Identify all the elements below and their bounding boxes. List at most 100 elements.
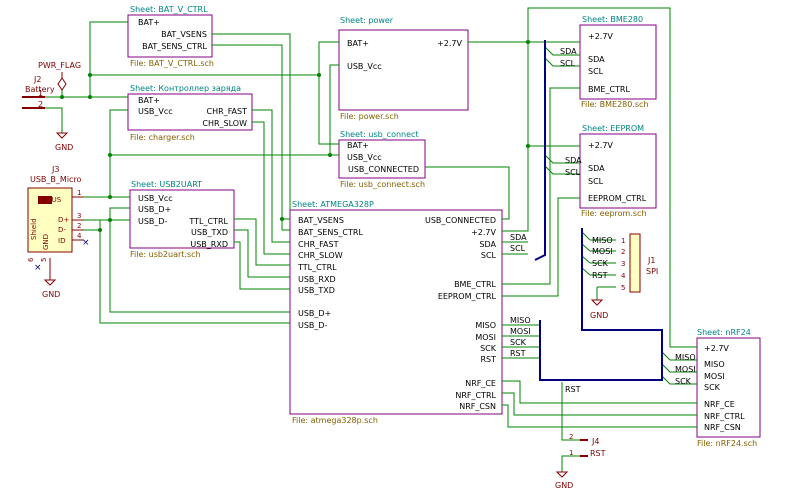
gnd-symbol: GND [42, 258, 60, 299]
pin-usb-dp: USB_D+ [298, 309, 331, 318]
wires [45, 7, 697, 472]
pin-usb-txd: USB_TXD [298, 286, 335, 295]
sheet-bme280[interactable]: Sheet: BME280 File: BME280.sch +2.7V SDA… [579, 15, 657, 109]
pin-usb-dm: USB_D- [298, 321, 328, 330]
pin-ttl-ctrl: TTL_CTRL [188, 217, 228, 226]
sheet-atmega328p[interactable]: Sheet: ATMEGA328P File: atmega328p.sch B… [289, 200, 503, 425]
pin-usb-vcc: USB_Vcc [138, 194, 173, 203]
pin-2v7: +2.7V [588, 141, 613, 150]
net-label-miso: MISO [675, 353, 696, 362]
gnd-label: GND [42, 290, 60, 299]
sheet-name: Sheet: nRF24 [697, 328, 751, 337]
j3-pin-dp: D+ [58, 216, 69, 224]
net-label-miso: MISO [510, 316, 531, 325]
j4-value: RST [590, 449, 606, 458]
j2-pin-2: 2 [38, 100, 43, 109]
net-label-mosi: MOSI [510, 327, 531, 336]
sheet-name: Sheet: BAT_V_CTRL [130, 5, 208, 14]
j3-pin-num: 3 [77, 212, 81, 220]
pin-usb-dp: USB_D+ [138, 205, 171, 214]
sheet-file: File: atmega328p.sch [292, 416, 378, 425]
j3-pin-num: 4 [77, 232, 82, 240]
pin-chr-fast: CHR_FAST [298, 240, 339, 249]
net-label-sck: SCK [592, 259, 609, 268]
pin-bat-plus: BAT+ [138, 18, 160, 27]
rst-connector-j4[interactable]: 2 1 J4 RST [569, 433, 606, 458]
pin-chr-slow: CHR_SLOW [298, 251, 343, 260]
pin-usb-vcc: USB_Vcc [347, 62, 382, 71]
sheet-charger[interactable]: Sheet: Контроллер заряда File: charger.s… [127, 84, 253, 142]
pin-bat-vsens: BAT_VSENS [161, 30, 207, 39]
net-label-sda: SDA [560, 47, 577, 56]
j3-pin-num: 1 [77, 189, 81, 197]
gnd-symbol: GND [555, 471, 573, 490]
j3-pin-num: 2 [77, 222, 81, 230]
net-label-scl: SCL [510, 244, 526, 253]
pin-scl: SCL [588, 67, 604, 76]
pin-ttl-ctrl: TTL_CTRL [297, 263, 337, 272]
pin-bme-ctrl: BME_CTRL [454, 280, 496, 289]
j3-pin-dm: D- [58, 226, 66, 234]
sheet-bat-v-ctrl[interactable]: Sheet: BAT_V_CTRL File: BAT_V_CTRL.sch B… [127, 5, 214, 68]
pin-scl: SCL [481, 251, 497, 260]
usb-icon [38, 196, 52, 204]
pin-bat-sens-ctrl: BAT_SENS_CTRL [298, 228, 363, 237]
gnd-label: GND [555, 481, 573, 490]
sheet-eeprom[interactable]: Sheet: EEPROM File: eeprom.sch +2.7V SDA… [579, 124, 657, 218]
j3-pin-num: 5 [40, 258, 48, 262]
j4-pin-num: 2 [569, 433, 573, 441]
sheet-file: File: usb2uart.sch [130, 250, 201, 259]
sheet-name: Sheet: EEPROM [582, 124, 644, 133]
pin-sck: SCK [480, 344, 497, 353]
pwr-flag-label: PWR_FLAG [38, 61, 81, 70]
net-label-sck: SCK [510, 338, 527, 347]
sheet-usb-connect[interactable]: Sheet: usb_connect File: usb_connect.sch… [338, 130, 426, 189]
j3-pin-num: 6 [27, 257, 35, 262]
sheet-file: File: BAT_V_CTRL.sch [130, 59, 214, 68]
pin-scl: SCL [588, 177, 604, 186]
pin-nrf-ctrl: NRF_CTRL [455, 391, 496, 400]
pin-usb-connected: USB_CONNECTED [425, 216, 496, 225]
j3-ref: J3 [51, 165, 59, 174]
pin-sda: SDA [588, 55, 605, 64]
sheet-usb2uart[interactable]: Sheet: USB2UART File: usb2uart.sch USB_V… [129, 180, 235, 259]
net-label-scl: SCL [565, 168, 581, 177]
sheet-name: Sheet: ATMEGA328P [292, 200, 374, 209]
j1-pin-num: 5 [621, 284, 625, 292]
pin-mosi: MOSI [475, 333, 496, 342]
pin-usb-dm: USB_D- [138, 217, 168, 226]
spi-connector-j1[interactable]: J1 SPI MISO MOSI SCK RST 1 2 3 4 5 [592, 233, 658, 293]
pin-eeprom-ctrl: EEPROM_CTRL [438, 292, 497, 301]
pin-usb-vcc: USB_Vcc [138, 107, 173, 116]
sheet-file: File: nRF24.sch [697, 439, 757, 448]
pin-mosi: MOSI [704, 372, 725, 381]
j4-pin-num: 1 [569, 449, 573, 457]
pin-usb-rxd: USB_RXD [190, 240, 228, 249]
j1-value: SPI [646, 267, 658, 276]
pwr-flag-symbol[interactable]: PWR_FLAG [38, 61, 81, 91]
buses [534, 40, 663, 381]
sheet-name: Sheet: BME280 [582, 15, 643, 24]
sheet-name: Sheet: usb_connect [340, 130, 419, 139]
sheet-file: File: BME280.sch [581, 100, 649, 109]
sheet-file: File: charger.sch [130, 133, 195, 142]
pin-rst: RST [480, 355, 496, 364]
j2-pin-1: 1 [38, 89, 43, 98]
pin-usb-vcc: USB_Vcc [347, 153, 382, 162]
pin-sda: SDA [588, 164, 605, 173]
j3-pin-id: ID [58, 237, 65, 245]
sheet-nrf24[interactable]: Sheet: nRF24 File: nRF24.sch +2.7V MISO … [696, 328, 761, 448]
no-connect-icon: × [34, 263, 42, 273]
battery-connector-j2[interactable]: J2 Battery 1 2 [22, 75, 55, 109]
pin-usb-connected: USB_CONNECTED [348, 165, 419, 174]
sheet-power[interactable]: Sheet: power File: power.sch BAT+ USB_Vc… [338, 16, 469, 121]
j4-ref: J4 [591, 437, 599, 446]
pin-nrf-csn: NRF_CSN [704, 423, 741, 432]
usb-connector-j3[interactable]: J3 USB_B_Micro VBUS D+ D- ID Shield GND … [27, 165, 90, 273]
gnd-label: GND [55, 143, 73, 152]
net-label-miso: MISO [592, 236, 613, 245]
gnd-symbol: GND [55, 132, 73, 152]
pin-2v7: +2.7V [471, 228, 496, 237]
pin-eeprom-ctrl: EEPROM_CTRL [588, 194, 647, 203]
